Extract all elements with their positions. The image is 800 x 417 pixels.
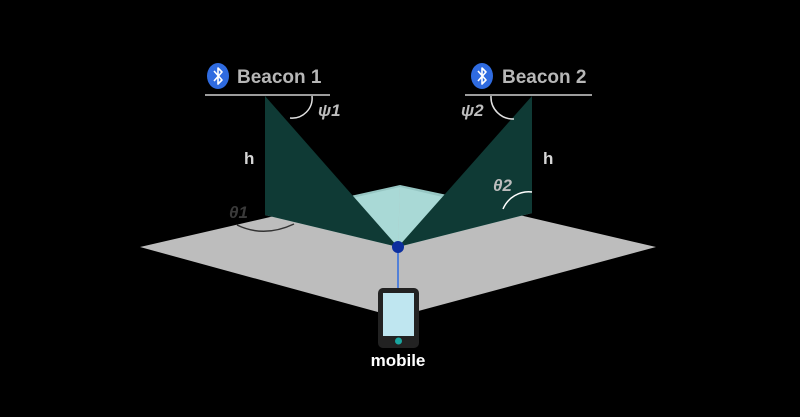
vertical-triangle-2: [398, 96, 532, 247]
psi1-label: ψ1: [318, 101, 341, 120]
psi2-arc: [490, 95, 515, 120]
beacon-2-label: Beacon 2: [502, 67, 586, 88]
beacon-2-height-label: h: [543, 149, 553, 168]
beacon-1-label: Beacon 1: [237, 67, 322, 88]
psi1-arc: [289, 95, 313, 119]
mobile-phone-icon: [378, 288, 419, 348]
mobile-label: mobile: [371, 351, 426, 370]
beacon-1-bluetooth-icon: [207, 63, 229, 89]
theta2-arc: [502, 191, 533, 210]
vertical-triangle-1: [265, 96, 398, 247]
theta1-label: θ1: [229, 203, 248, 222]
beacon-2-bluetooth-icon: [471, 63, 493, 89]
theta2-label: θ2: [493, 176, 512, 195]
theta1-arc: [236, 223, 295, 232]
beacon-1-height-label: h: [244, 149, 254, 168]
psi2-label: ψ2: [461, 101, 484, 120]
receiver-dot: [392, 241, 404, 253]
